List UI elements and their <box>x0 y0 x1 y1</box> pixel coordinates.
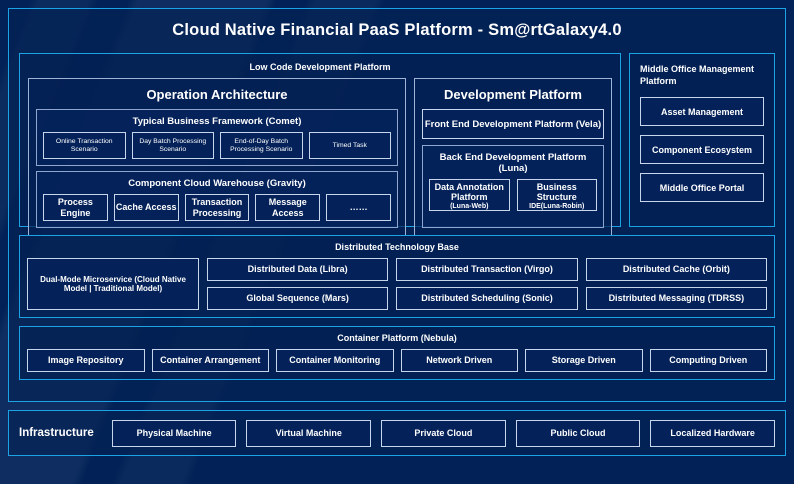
gravity-item-more[interactable]: …… <box>326 194 391 221</box>
back-end-item[interactable]: Data Annotation Platform (Luna-Web) <box>429 179 510 211</box>
distributed-item[interactable]: Global Sequence (Mars) <box>207 287 389 310</box>
container-item[interactable]: Computing Driven <box>649 349 767 372</box>
container-item[interactable]: Container Monitoring <box>276 349 394 372</box>
gravity-item[interactable]: Process Engine <box>43 194 108 221</box>
gravity-item[interactable]: Cache Access <box>113 194 179 221</box>
container-platform-panel: Container Platform (Nebula) Image Reposi… <box>19 326 775 380</box>
infrastructure-label: Infrastructure <box>19 427 94 439</box>
distributed-column: Distributed Cache (Orbit) Distributed Me… <box>585 258 767 310</box>
comet-item[interactable]: Online Transaction Scenario <box>43 132 126 159</box>
back-end-item-name: Data Annotation Platform <box>434 182 504 203</box>
low-code-heading: Low Code Development Platform <box>249 62 391 72</box>
back-end-item-tag: (Luna-Web) <box>450 202 489 210</box>
middle-office-item[interactable]: Middle Office Portal <box>640 173 764 203</box>
back-end-item-tag: IDE(Luna-Robin) <box>529 202 585 210</box>
platform-frame: Cloud Native Financial PaaS Platform - S… <box>8 8 786 402</box>
middle-office-item[interactable]: Asset Management <box>640 97 764 127</box>
typical-business-framework-group: Typical Business Framework (Comet) Onlin… <box>36 109 398 166</box>
back-end-item-name: Business Structure <box>536 182 577 203</box>
distributed-item[interactable]: Distributed Data (Libra) <box>207 258 389 281</box>
distributed-item[interactable]: Distributed Cache (Orbit) <box>585 258 767 281</box>
distributed-item[interactable]: Distributed Transaction (Virgo) <box>396 258 578 281</box>
distributed-technology-base-heading: Distributed Technology Base <box>335 242 459 252</box>
middle-office-item[interactable]: Component Ecosystem <box>640 135 764 165</box>
container-item[interactable]: Image Repository <box>27 349 145 372</box>
comet-item[interactable]: Timed Task <box>308 132 391 159</box>
back-end-item-row: Data Annotation Platform (Luna-Web) Busi… <box>429 179 597 221</box>
distributed-technology-base-panel: Distributed Technology Base Dual-Mode Mi… <box>19 235 775 318</box>
operation-architecture-panel: Operation Architecture Typical Business … <box>28 78 406 236</box>
container-item[interactable]: Storage Driven <box>525 349 643 372</box>
back-end-title: Back End Development Platform (Luna) <box>439 152 587 174</box>
infrastructure-item[interactable]: Virtual Machine <box>246 419 372 447</box>
distributed-column: Distributed Transaction (Virgo) Distribu… <box>396 258 578 310</box>
middle-office-item-list: Asset Management Component Ecosystem Mid… <box>640 97 764 203</box>
gravity-title: Component Cloud Warehouse (Gravity) <box>128 178 306 189</box>
upper-row: Low Code Development Platform Operation … <box>19 53 775 236</box>
container-item-row: Image Repository Container Arrangement C… <box>27 349 767 372</box>
low-code-columns: Operation Architecture Typical Business … <box>28 78 612 236</box>
low-code-development-platform-panel: Low Code Development Platform Operation … <box>19 53 621 236</box>
front-end-development-platform-box[interactable]: Front End Development Platform (Vela) <box>422 109 604 139</box>
distributed-technology-base-body: Dual-Mode Microservice (Cloud Native Mod… <box>27 258 767 310</box>
infrastructure-item[interactable]: Public Cloud <box>515 419 641 447</box>
comet-item[interactable]: Day Batch Processing Scenario <box>131 132 214 159</box>
dual-mode-microservice-box[interactable]: Dual-Mode Microservice (Cloud Native Mod… <box>27 258 199 310</box>
page-title: Cloud Native Financial PaaS Platform - S… <box>172 21 622 39</box>
gravity-item-row: Process Engine Cache Access Transaction … <box>43 194 391 221</box>
infrastructure-item[interactable]: Localized Hardware <box>650 419 775 447</box>
container-item[interactable]: Network Driven <box>400 349 518 372</box>
middle-office-management-platform-panel: Middle Office Management Platform Asset … <box>629 53 775 227</box>
comet-item[interactable]: End-of-Day Batch Processing Scenario <box>220 132 303 159</box>
development-platform-panel: Development Platform Front End Developme… <box>414 78 612 236</box>
gravity-item[interactable]: Message Access <box>255 194 321 221</box>
gravity-item[interactable]: Transaction Processing <box>184 194 250 221</box>
distributed-item[interactable]: Distributed Scheduling (Sonic) <box>396 287 578 310</box>
infrastructure-item[interactable]: Private Cloud <box>381 419 506 447</box>
comet-title: Typical Business Framework (Comet) <box>132 116 302 127</box>
back-end-item[interactable]: Business Structure IDE(Luna-Robin) <box>516 179 597 211</box>
infrastructure-panel: Infrastructure Physical Machine Virtual … <box>8 410 786 456</box>
development-platform-title: Development Platform <box>444 87 582 102</box>
container-item[interactable]: Container Arrangement <box>151 349 269 372</box>
distributed-item[interactable]: Distributed Messaging (TDRSS) <box>585 287 767 310</box>
distributed-column: Distributed Data (Libra) Global Sequence… <box>207 258 389 310</box>
comet-item-row: Online Transaction Scenario Day Batch Pr… <box>43 132 391 159</box>
infrastructure-item-row: Physical Machine Virtual Machine Private… <box>111 419 775 447</box>
operation-architecture-title: Operation Architecture <box>146 87 288 102</box>
container-platform-heading: Container Platform (Nebula) <box>337 333 457 343</box>
middle-office-title: Middle Office Management Platform <box>640 64 755 87</box>
infrastructure-item[interactable]: Physical Machine <box>111 419 237 447</box>
component-cloud-warehouse-group: Component Cloud Warehouse (Gravity) Proc… <box>36 171 398 228</box>
back-end-development-platform-group: Back End Development Platform (Luna) Dat… <box>422 145 604 228</box>
